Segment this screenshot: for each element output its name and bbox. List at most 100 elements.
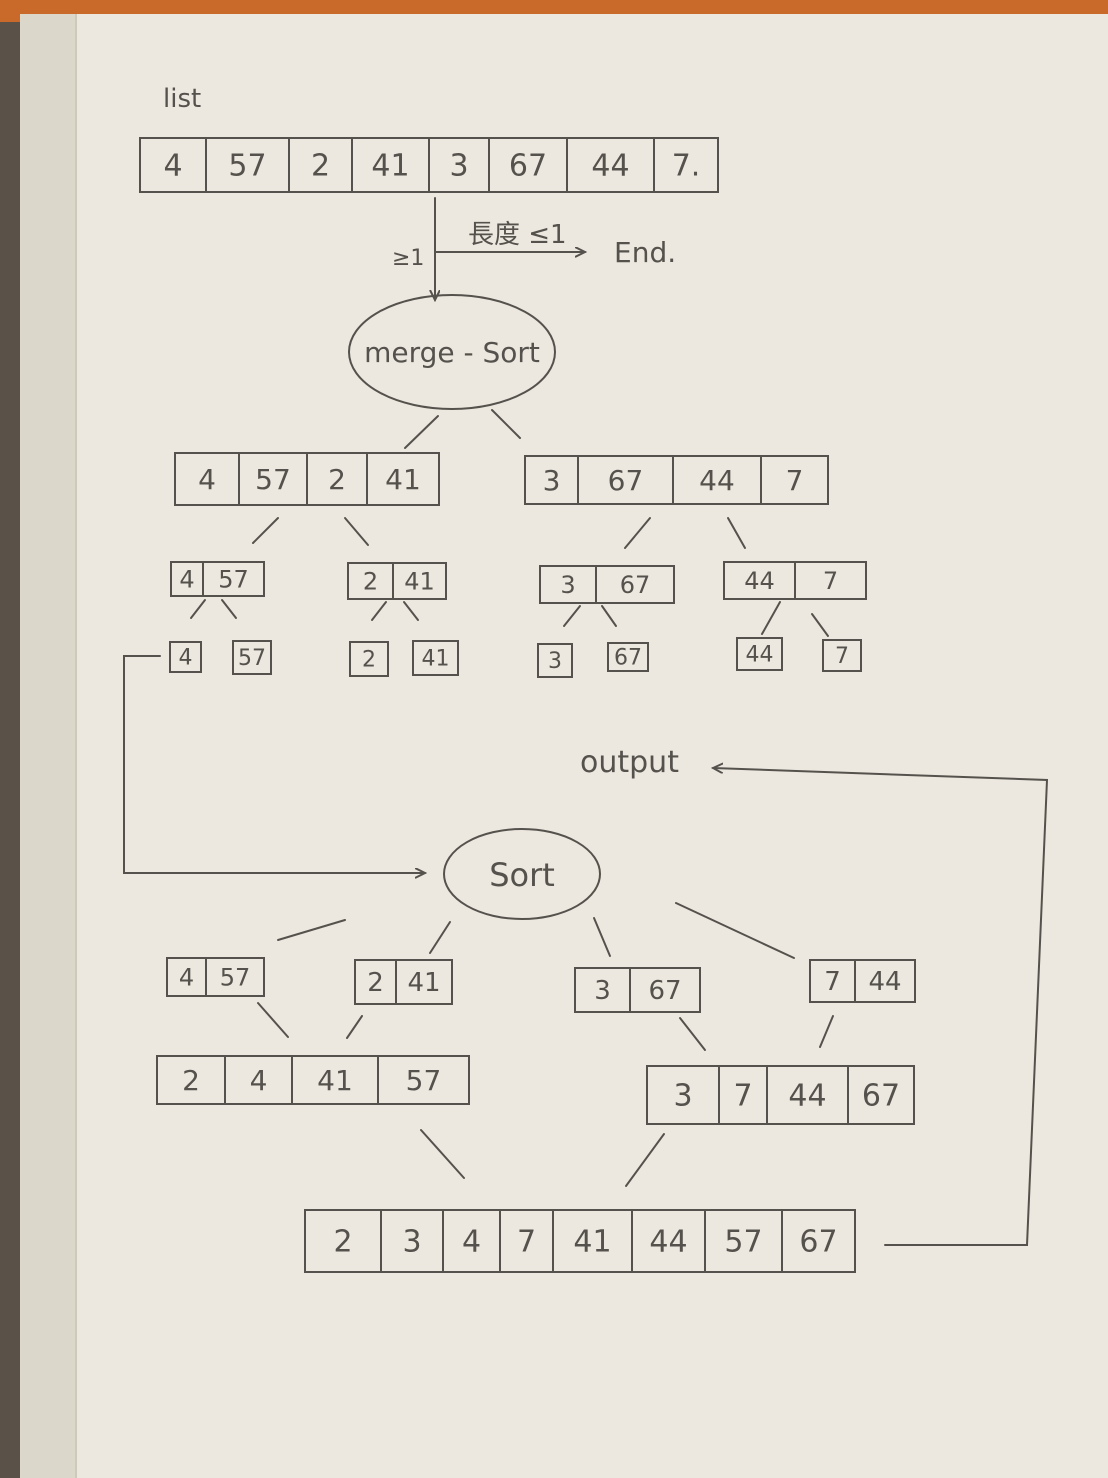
arrow-singles-to-sort bbox=[123, 655, 425, 873]
edge-b-left bbox=[346, 1015, 363, 1039]
array-cell-value: 57 bbox=[218, 565, 249, 593]
edge-lr-2 bbox=[371, 601, 387, 621]
array-box-single-1: 4 bbox=[169, 641, 202, 673]
edge-sort-c bbox=[593, 917, 611, 957]
array-box-single-4: 41 bbox=[412, 640, 459, 676]
array-cell-value: 44 bbox=[746, 643, 774, 668]
array-cell-value: 44 bbox=[868, 967, 901, 997]
array-cell-value: 4 bbox=[198, 463, 216, 496]
list-label: list bbox=[163, 84, 201, 114]
edge-sort-b bbox=[429, 921, 451, 954]
array-cell-value: 67 bbox=[509, 149, 547, 184]
array-cell-value: 7 bbox=[786, 464, 804, 497]
array-box-outline bbox=[232, 640, 272, 675]
array-box-merge-b: 2 41 bbox=[354, 959, 453, 1005]
array-cell-value: 2 bbox=[328, 463, 346, 496]
array-box-outline bbox=[736, 637, 783, 671]
array-box-single-3: 2 bbox=[349, 641, 389, 677]
array-cell-value: 3 bbox=[548, 649, 562, 674]
array-cell-value: 4 bbox=[163, 149, 182, 184]
array-box-outline bbox=[170, 561, 265, 597]
edge-l-ll bbox=[252, 517, 279, 544]
edge-left-final bbox=[420, 1129, 465, 1179]
edge-ll-4 bbox=[190, 599, 206, 619]
sort-node bbox=[443, 828, 601, 920]
array-cell-value: 67 bbox=[648, 976, 681, 1006]
array-cell-value: 67 bbox=[620, 571, 651, 599]
merge-sort-label: merge - Sort bbox=[364, 336, 540, 369]
array-cell-value: 2 bbox=[362, 648, 376, 673]
edge-sort-a bbox=[277, 919, 346, 941]
array-cell-value: 4 bbox=[179, 646, 193, 671]
array-cell-value: 57 bbox=[724, 1225, 762, 1260]
array-cell-value: 57 bbox=[238, 646, 266, 671]
edge-ll-57 bbox=[221, 599, 237, 619]
array-cell-value: 57 bbox=[406, 1064, 442, 1097]
array-cell-value: 41 bbox=[407, 968, 440, 998]
edge-c-right bbox=[679, 1017, 706, 1051]
array-cell-value: 57 bbox=[220, 963, 251, 991]
edge-rr-7 bbox=[811, 613, 829, 637]
length-condition-label: 長度 ≤1 bbox=[468, 220, 567, 250]
array-cell-value: 7 bbox=[517, 1225, 536, 1260]
array-box-outline bbox=[347, 562, 447, 600]
array-cell-value: 67 bbox=[614, 646, 642, 671]
array-cell-value: 2 bbox=[367, 968, 384, 998]
array-box-outline bbox=[304, 1209, 856, 1273]
array-cell-value: 3 bbox=[594, 976, 611, 1006]
edge-rl-3 bbox=[563, 605, 581, 627]
array-cell-value: 2 bbox=[333, 1225, 352, 1260]
array-box-outline bbox=[809, 959, 916, 1003]
array-cell-value: 3 bbox=[673, 1079, 692, 1114]
sort-label: Sort bbox=[489, 856, 555, 894]
edge-rr-44 bbox=[761, 601, 781, 635]
edge-right-final bbox=[625, 1133, 665, 1187]
array-box-outline bbox=[524, 455, 829, 505]
array-cell-value: 4 bbox=[179, 565, 194, 593]
merge-sort-node bbox=[348, 294, 556, 410]
array-cell-value: 41 bbox=[404, 567, 435, 595]
array-cell-value: 44 bbox=[591, 149, 629, 184]
array-cell-value: 3 bbox=[449, 149, 468, 184]
array-cell-value: 44 bbox=[744, 567, 775, 595]
connectors bbox=[123, 197, 1049, 1246]
array-box-outline bbox=[646, 1065, 915, 1125]
array-cell-value: 41 bbox=[385, 463, 421, 496]
array-cell-value: 3 bbox=[402, 1225, 421, 1260]
array-cell-value: 67 bbox=[608, 464, 644, 497]
edge-ms-right bbox=[491, 409, 521, 439]
edge-lr-41 bbox=[403, 601, 419, 621]
array-box-outline bbox=[166, 957, 265, 997]
end-label: End. bbox=[614, 236, 676, 269]
array-cell-value: 67 bbox=[799, 1225, 837, 1260]
edge-sort-d bbox=[675, 902, 795, 959]
array-box-outline bbox=[537, 643, 573, 678]
else-condition-label: ≥1 bbox=[392, 246, 424, 271]
array-cell-value: 7 bbox=[733, 1079, 752, 1114]
array-cell-value: 44 bbox=[788, 1079, 826, 1114]
paper-sheet bbox=[20, 14, 1108, 1478]
edge-a-left bbox=[257, 1002, 289, 1038]
edge-rl-67 bbox=[601, 605, 617, 627]
edge-r-rr bbox=[727, 517, 746, 549]
output-label: output bbox=[580, 745, 679, 780]
array-box-outline bbox=[607, 642, 649, 672]
array-box-single-2: 57 bbox=[232, 640, 272, 675]
array-cell-value: 4 bbox=[179, 963, 194, 991]
array-cell-value: 3 bbox=[560, 571, 575, 599]
array-box-outline bbox=[412, 640, 459, 676]
array-cell-value: 44 bbox=[649, 1225, 687, 1260]
array-box-split-rl: 3 67 bbox=[539, 565, 675, 604]
array-cell-value: 57 bbox=[228, 149, 266, 184]
edge-l-lr bbox=[344, 517, 369, 546]
array-cell-value: 41 bbox=[573, 1225, 611, 1260]
array-cell-value: 44 bbox=[699, 464, 735, 497]
arrow-final-to-output bbox=[713, 768, 1049, 1246]
